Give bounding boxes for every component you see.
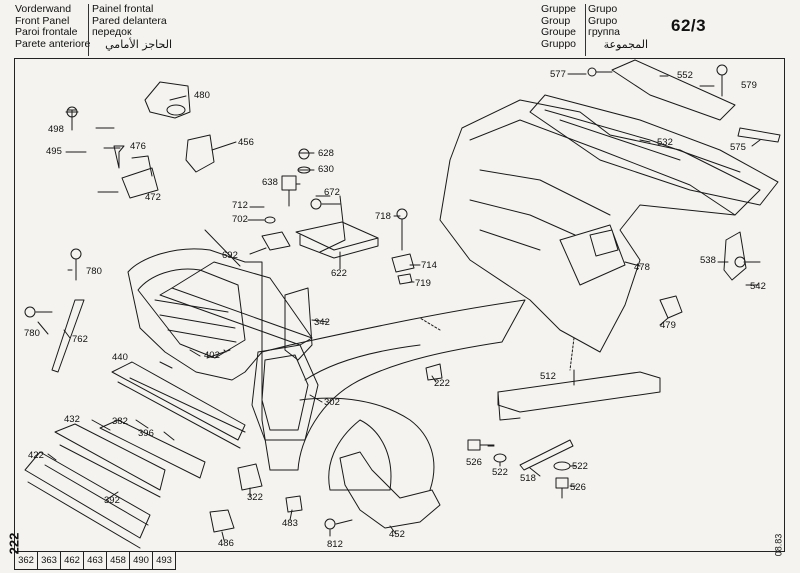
- label-622: 622: [331, 268, 347, 279]
- group-fr: Groupe: [541, 26, 577, 39]
- label-522-right: 522: [572, 461, 588, 472]
- label-512: 512: [540, 371, 556, 382]
- label-480: 480: [194, 90, 210, 101]
- label-486: 486: [218, 538, 234, 549]
- group-pt: Grupo: [588, 3, 618, 15]
- label-532: 532: [657, 137, 673, 148]
- label-552: 552: [677, 70, 693, 81]
- label-483: 483: [282, 518, 298, 529]
- label-762: 762: [72, 334, 88, 345]
- reference-page-table: 362 363 462 463 458 490 493: [14, 552, 176, 570]
- ref-page: 490: [130, 552, 153, 569]
- label-402: 402: [204, 350, 220, 361]
- label-630: 630: [318, 164, 334, 175]
- label-432: 432: [64, 414, 80, 425]
- ref-page: 463: [84, 552, 107, 569]
- group-divider: [585, 4, 586, 56]
- title-block-1: Vorderwand Front Panel Paroi frontale Pa…: [15, 3, 91, 50]
- label-518: 518: [520, 473, 536, 484]
- label-440: 440: [112, 352, 128, 363]
- label-302: 302: [324, 397, 340, 408]
- title-ar: الحاجز الأمامي: [105, 37, 172, 51]
- label-812: 812: [327, 539, 343, 550]
- title-fr: Paroi frontale: [15, 26, 78, 39]
- label-702: 702: [232, 214, 248, 225]
- label-495: 495: [46, 146, 62, 157]
- title-es: Pared delantera: [92, 14, 167, 27]
- label-522-left: 522: [492, 467, 508, 478]
- label-476: 476: [130, 141, 146, 152]
- label-628: 628: [318, 148, 334, 159]
- header-divider: [88, 4, 89, 56]
- label-392: 392: [104, 495, 120, 506]
- label-719: 719: [415, 278, 431, 289]
- title-en: Front Panel: [15, 14, 70, 27]
- label-526-right: 526: [570, 482, 586, 493]
- label-526-left: 526: [466, 457, 482, 468]
- group-en: Group: [541, 14, 571, 27]
- title-block-2: Painel frontal Pared delantera передок ا…: [92, 3, 172, 51]
- label-452: 452: [389, 529, 405, 540]
- label-222: 222: [434, 378, 450, 389]
- label-714: 714: [421, 260, 437, 271]
- label-579: 579: [741, 80, 757, 91]
- group-block-1: Gruppe Group Groupe Gruppo: [541, 3, 577, 50]
- label-712: 712: [232, 200, 248, 211]
- label-472: 472: [145, 192, 161, 203]
- group-number: 62/3: [671, 16, 707, 35]
- group-block-2: Grupo Grupo группа المجموعة: [588, 3, 648, 51]
- label-542: 542: [750, 281, 766, 292]
- title-ru: передок: [92, 26, 132, 39]
- group-ru: группа: [588, 26, 621, 39]
- ref-page: 462: [61, 552, 84, 569]
- label-577: 577: [550, 69, 566, 80]
- label-322: 322: [247, 492, 263, 503]
- label-396: 396: [138, 428, 154, 439]
- label-479: 479: [660, 320, 676, 331]
- group-es: Grupo: [588, 14, 618, 27]
- label-638: 638: [262, 177, 278, 188]
- date-code: 08.83: [773, 533, 784, 557]
- label-718: 718: [375, 211, 391, 222]
- label-456: 456: [238, 137, 254, 148]
- label-780-top: 780: [86, 266, 102, 277]
- ref-page: 362: [15, 552, 38, 569]
- label-672: 672: [324, 187, 340, 198]
- label-575: 575: [730, 142, 746, 153]
- title-pt: Painel frontal: [92, 3, 154, 15]
- label-780-bottom: 780: [24, 328, 40, 339]
- title-de: Vorderwand: [15, 3, 72, 15]
- label-692: 692: [222, 250, 238, 261]
- label-498: 498: [48, 124, 64, 135]
- ref-page: 493: [156, 555, 172, 566]
- label-382: 382: [112, 416, 128, 427]
- ref-page: 458: [107, 552, 130, 569]
- label-538: 538: [700, 255, 716, 266]
- group-de: Gruppe: [541, 3, 577, 15]
- ref-page: 363: [38, 552, 61, 569]
- title-it: Parete anteriore: [15, 37, 91, 50]
- diagram-frame: [14, 58, 785, 552]
- label-342: 342: [314, 317, 330, 328]
- group-ar: المجموعة: [603, 37, 648, 51]
- group-it: Gruppo: [541, 37, 577, 50]
- label-478: 478: [634, 262, 650, 273]
- label-422: 422: [28, 450, 44, 461]
